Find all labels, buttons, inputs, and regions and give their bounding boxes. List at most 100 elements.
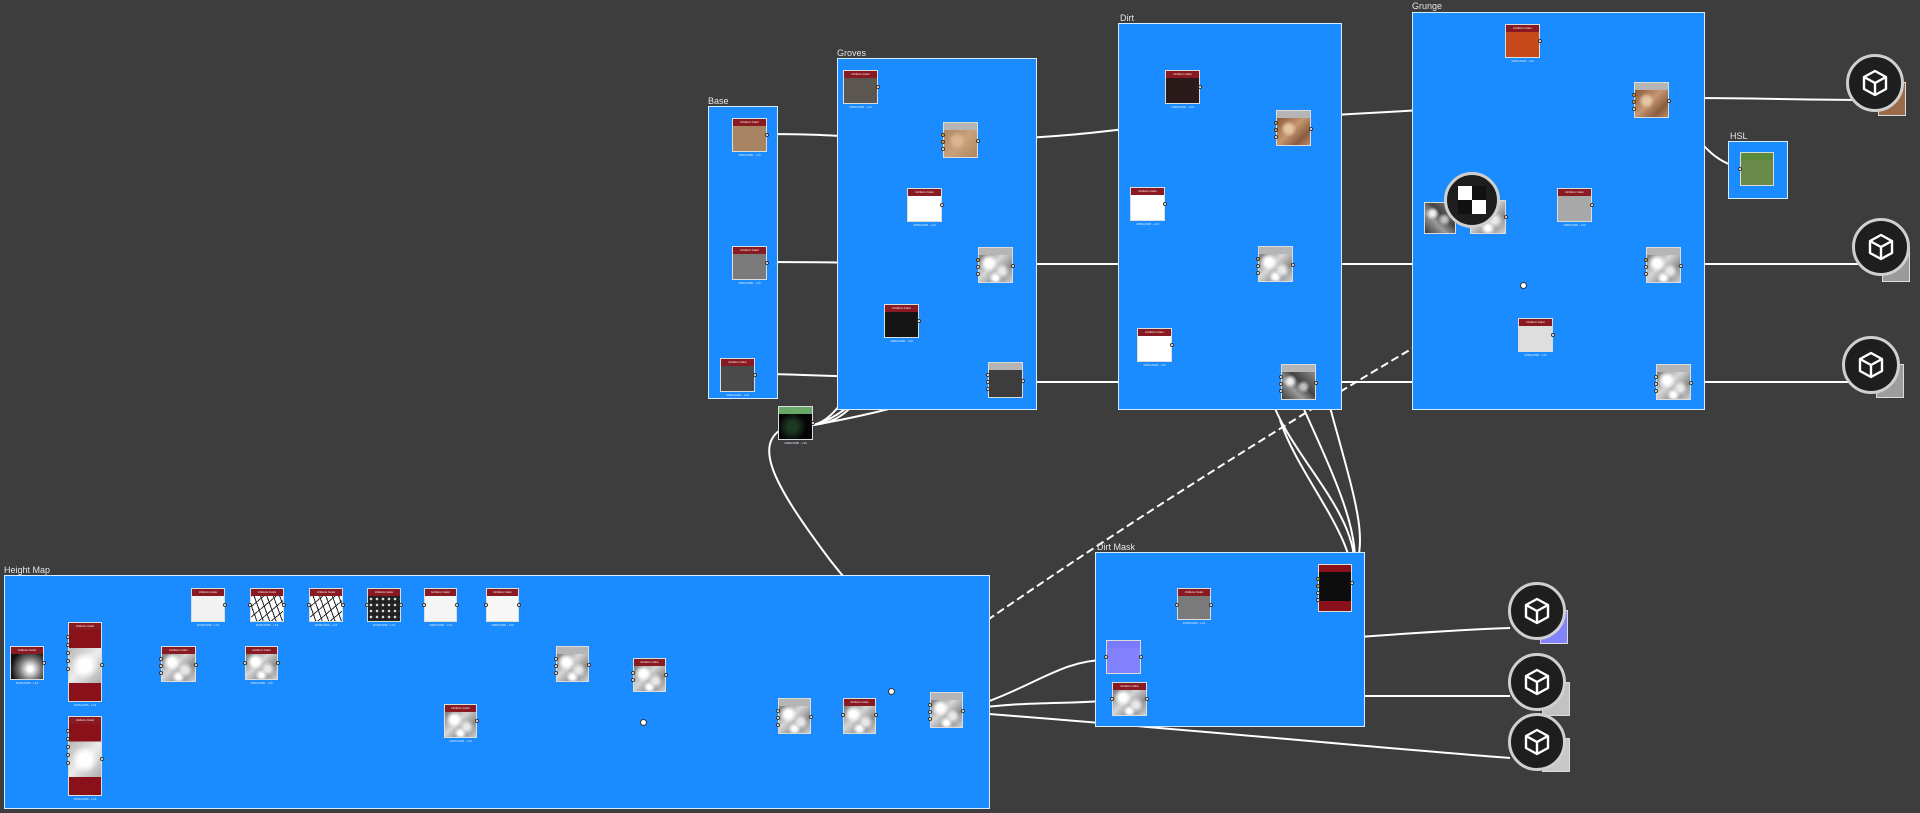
- node-header: Uniform Color: [69, 623, 101, 630]
- reroute-dot[interactable]: [888, 688, 895, 695]
- uniform-color-node[interactable]: Uniform Color 4096x4096 - L16: [1557, 188, 1594, 227]
- node-label: 4096x4096 - L16: [1182, 621, 1206, 625]
- node-label: 4096x4096 - L16: [491, 623, 514, 627]
- frame-title-grunge: Grunge: [1412, 1, 1443, 11]
- node-header: Uniform Color: [162, 647, 195, 654]
- warp-node[interactable]: Uniform Color 4096x4096 - L16: [484, 588, 521, 627]
- node-label: 4096x4096 - L16: [372, 623, 396, 627]
- node-label: 4096x4096 - L16: [1143, 363, 1166, 367]
- noise-node[interactable]: Uniform Color 4096x4096 - L16: [307, 588, 345, 627]
- uniform-color-node[interactable]: Uniform Color 4096x4096 - L16: [732, 246, 769, 285]
- output-node[interactable]: [1508, 582, 1566, 640]
- node-label: 4096x4096 - L16: [429, 623, 452, 627]
- blend-node[interactable]: Uniform Color: [159, 646, 198, 682]
- blur-node[interactable]: Uniform Color 4096x4096 - L16: [243, 646, 280, 685]
- blend-node[interactable]: [1274, 110, 1313, 146]
- blend-node[interactable]: [986, 362, 1025, 398]
- gradient-node[interactable]: Uniform Color 4096x4096 - L16: [10, 646, 46, 685]
- mask-node[interactable]: Uniform Color 4096x4096 - L16: [1175, 588, 1213, 625]
- cube-icon: [1524, 728, 1550, 756]
- node-label: 4096x4096 - L16: [1563, 223, 1586, 227]
- blend-node[interactable]: [1632, 82, 1671, 118]
- noise-node[interactable]: Uniform Color 4096x4096 - L16: [444, 704, 479, 743]
- node-label: 4096x4096 - L16: [784, 441, 807, 445]
- bitmap-input-node[interactable]: [1444, 172, 1500, 228]
- frame-title-dirt-mask: Dirt Mask: [1097, 542, 1135, 552]
- grunge-map-node[interactable]: 4096x4096 - L16: [778, 406, 815, 445]
- node-header: Uniform Color: [908, 189, 941, 196]
- output-node[interactable]: [1508, 713, 1566, 771]
- blend-node[interactable]: [1644, 247, 1683, 283]
- uniform-color-node[interactable]: Uniform Color 4096x4096 - L16: [1137, 328, 1174, 367]
- blend-node[interactable]: [554, 646, 591, 682]
- normal-node[interactable]: [1104, 640, 1143, 674]
- node-label: 4096x4096 - L16: [15, 681, 39, 685]
- reroute-dot[interactable]: [640, 719, 647, 726]
- uniform-color-node[interactable]: Uniform Color 4096x4096 - L16: [1165, 70, 1202, 109]
- noise-node[interactable]: Uniform Color 4096x4096 - L16: [191, 588, 227, 627]
- cube-icon: [1868, 233, 1894, 261]
- node-header: Uniform Color: [1113, 683, 1146, 690]
- levels-node[interactable]: Uniform Color 4096x4096 - L16: [422, 588, 459, 627]
- blend-node[interactable]: [1654, 364, 1693, 400]
- node-label: 4096x4096 - L16: [726, 393, 749, 397]
- wire: [962, 711, 1511, 759]
- output-node[interactable]: [1508, 653, 1566, 711]
- node-header: Uniform Color: [844, 699, 875, 706]
- node-header: Uniform Color: [69, 717, 101, 724]
- node-header: Uniform Color: [192, 589, 224, 596]
- node-label: 4096x4096 - L16: [250, 681, 273, 685]
- node-header: Uniform Color: [1131, 188, 1164, 195]
- node-label: 4096x4096 - L16: [196, 623, 220, 627]
- uniform-color-node[interactable]: Uniform Color 4096x4096 - L16: [1518, 318, 1555, 357]
- uniform-color-node[interactable]: Uniform Color 4096x4096 - L16: [720, 358, 757, 397]
- node-header: Uniform Color: [1166, 71, 1199, 78]
- uniform-color-node[interactable]: Uniform Color 4096x4096 - L16: [1130, 187, 1167, 226]
- noise-node[interactable]: Uniform Color 4096x4096 - L16: [248, 588, 286, 627]
- ambient-occlusion-node[interactable]: Uniform Color: [1110, 682, 1149, 716]
- node-label: 4096x4096 - L16: [890, 339, 913, 343]
- levels-node[interactable]: Uniform Color: [841, 698, 878, 734]
- node-header: Uniform Color: [1138, 329, 1171, 336]
- uniform-color-node[interactable]: Uniform Color 4096x4096 - L16: [843, 70, 880, 109]
- node-label: 4096x4096 - L16: [913, 223, 936, 227]
- node-label: 4096x4096 - L16: [738, 153, 761, 157]
- blend-node[interactable]: [776, 698, 813, 734]
- uniform-color-node[interactable]: Uniform Color 4096x4096 - L16: [1505, 24, 1542, 63]
- node-label: 4096x4096 - L16: [1171, 105, 1194, 109]
- checker-icon: [1458, 186, 1486, 214]
- blend-node[interactable]: [1279, 364, 1318, 400]
- node-label: 4096x4096 - L16: [1511, 59, 1534, 63]
- reroute-dot[interactable]: [1520, 282, 1527, 289]
- node-header: Uniform Color: [1506, 25, 1539, 32]
- output-node[interactable]: [1842, 336, 1900, 394]
- uniform-color-node[interactable]: Uniform Color 4096x4096 - L16: [884, 304, 921, 343]
- node-header: Uniform Color: [368, 589, 400, 596]
- node-header: Uniform Color: [733, 119, 766, 126]
- node-header: Uniform Color: [1558, 189, 1591, 196]
- uniform-color-node[interactable]: Uniform Color 4096x4096 - L16: [907, 188, 944, 227]
- output-node[interactable]: [1846, 54, 1904, 112]
- frame-title-hsl: HSL: [1730, 131, 1748, 141]
- node-header: Uniform Color: [1178, 589, 1210, 596]
- hsl-node[interactable]: [1738, 152, 1774, 186]
- tile-sampler-node[interactable]: Uniform Color 4096x4096 - L16: [66, 716, 104, 801]
- blend-node[interactable]: [1256, 246, 1295, 282]
- noise-node[interactable]: Uniform Color 4096x4096 - L16: [365, 588, 403, 627]
- node-header: Uniform Color: [733, 247, 766, 254]
- blend-node[interactable]: [976, 247, 1015, 283]
- frame-groves[interactable]: [837, 58, 1037, 410]
- node-header: Uniform Color: [1519, 319, 1552, 326]
- output-node[interactable]: [1852, 218, 1910, 276]
- node-header: Uniform Color: [445, 705, 476, 712]
- frame-title-base: Base: [708, 96, 729, 106]
- uniform-color-node[interactable]: Uniform Color 4096x4096 - L16: [732, 118, 769, 157]
- cube-icon: [1524, 668, 1550, 696]
- node-label: 4096x4096 - L16: [73, 797, 97, 801]
- blend-node[interactable]: [941, 122, 980, 158]
- height-output-blend-node[interactable]: [928, 692, 965, 728]
- mask-output-node[interactable]: [1316, 564, 1354, 612]
- tile-sampler-node[interactable]: Uniform Color 4096x4096 - L16: [66, 622, 104, 707]
- slope-blur-node[interactable]: Uniform Color: [631, 658, 668, 692]
